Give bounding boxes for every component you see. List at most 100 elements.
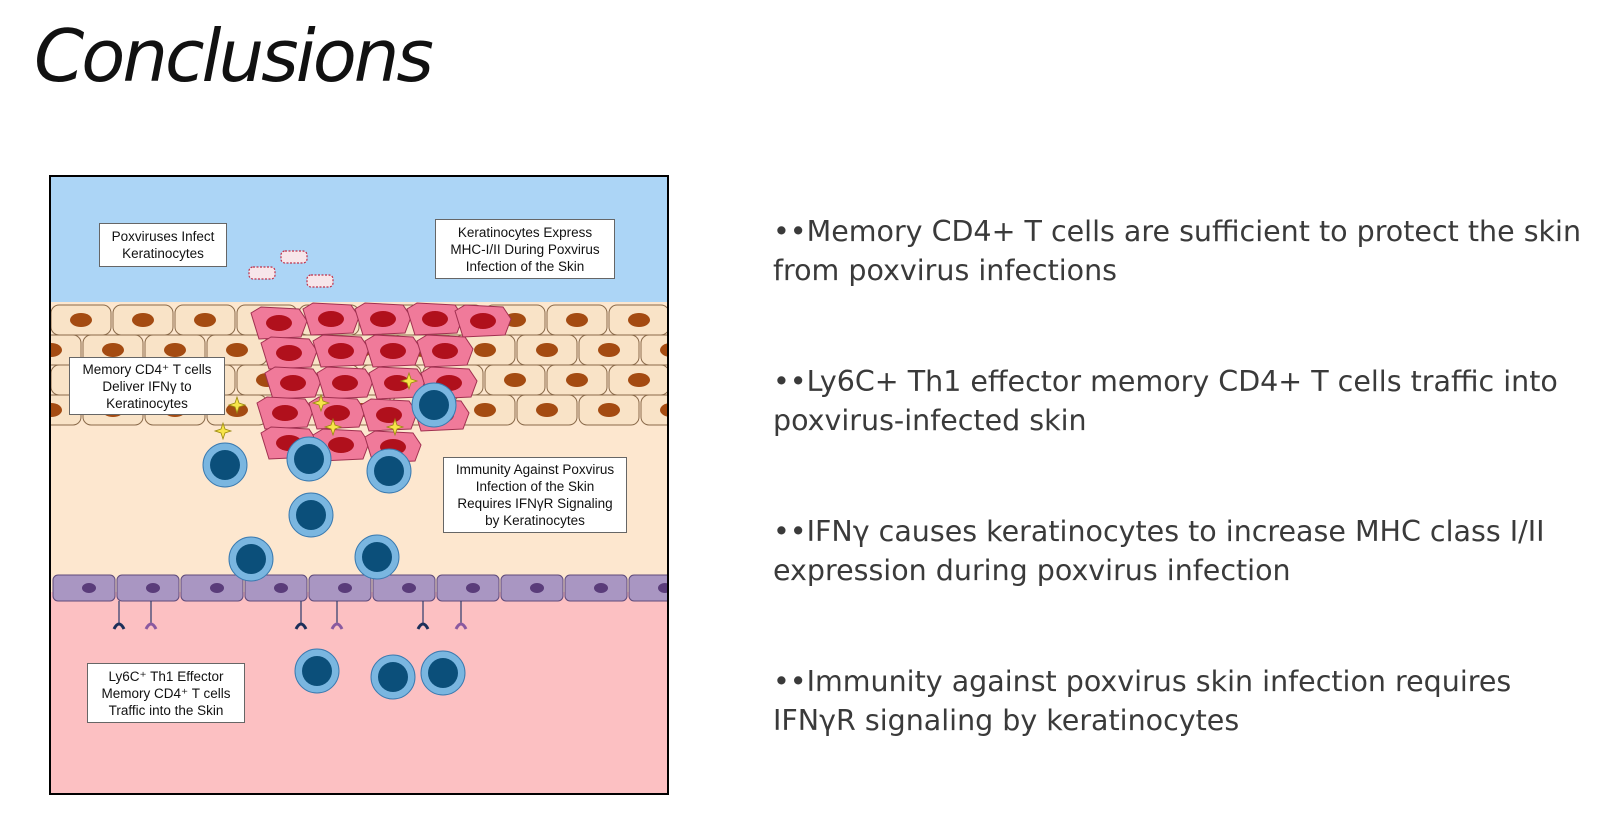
infected-nucleus (328, 343, 354, 359)
label-immunity-requires: Immunity Against Poxvirus Infection of t… (443, 457, 627, 533)
t-cell-nucleus (378, 662, 408, 692)
immunology-diagram: Poxviruses Infect Keratinocytes Keratino… (49, 175, 669, 795)
endothelial-nucleus (210, 583, 224, 593)
keratinocyte-nucleus (598, 403, 620, 417)
keratinocyte-nucleus (51, 343, 62, 357)
infected-nucleus (384, 375, 410, 391)
infected-nucleus (470, 313, 496, 329)
infected-cell-cluster (250, 302, 512, 464)
keratinocyte-nucleus (566, 373, 588, 387)
endothelial-nucleus (82, 583, 96, 593)
endothelial-nucleus (274, 583, 288, 593)
receptor-head (330, 622, 344, 630)
infected-nucleus (318, 311, 344, 327)
bullet-text: Memory CD4+ T cells are sufficient to pr… (773, 215, 1582, 287)
endothelial-cell (628, 574, 667, 602)
virion (248, 266, 276, 280)
ifn-spark (227, 395, 247, 415)
ifn-spark (323, 417, 343, 437)
keratinocyte-nucleus (536, 403, 558, 417)
bullet-marker: •• (773, 215, 807, 248)
receptor-head (454, 622, 468, 630)
conclusion-item: ••Immunity against poxvirus skin infecti… (773, 662, 1593, 740)
endothelial-nucleus (402, 583, 416, 593)
t-cell-nucleus (296, 500, 326, 530)
infected-nucleus (266, 315, 292, 331)
keratinocyte-nucleus (51, 403, 62, 417)
bullet-marker: •• (773, 365, 807, 398)
keratinocyte-nucleus (194, 313, 216, 327)
keratinocyte-nucleus (566, 313, 588, 327)
keratinocyte-nucleus (102, 343, 124, 357)
receptor-head (294, 622, 308, 630)
keratinocyte-nucleus (474, 343, 496, 357)
label-memory-deliver: Memory CD4⁺ T cells Deliver IFNγ to Kera… (69, 357, 225, 415)
infected-nucleus (376, 407, 402, 423)
keratinocyte-cell (640, 394, 667, 426)
keratinocyte-nucleus (660, 343, 667, 357)
virion (306, 274, 334, 288)
endothelial-nucleus (466, 583, 480, 593)
infected-nucleus (324, 405, 350, 421)
keratinocyte-nucleus (628, 313, 650, 327)
bullet-text: Ly6C+ Th1 effector memory CD4+ T cells t… (773, 365, 1558, 437)
ifn-spark (385, 417, 405, 437)
receptor-head (416, 622, 430, 630)
ifn-spark (399, 371, 419, 391)
keratinocyte-nucleus (226, 343, 248, 357)
infected-nucleus (272, 405, 298, 421)
keratinocyte-nucleus (474, 403, 496, 417)
bullet-marker: •• (773, 515, 807, 548)
infected-nucleus (276, 345, 302, 361)
keratinocyte-nucleus (132, 313, 154, 327)
endothelial-nucleus (530, 583, 544, 593)
receptor-head (112, 622, 126, 630)
slide-title: Conclusions (34, 14, 434, 98)
infected-nucleus (280, 375, 306, 391)
infected-nucleus (332, 375, 358, 391)
conclusion-item: ••Ly6C+ Th1 effector memory CD4+ T cells… (773, 362, 1593, 440)
conclusion-item: ••Memory CD4+ T cells are sufficient to … (773, 212, 1593, 290)
label-ly6c-traffic: Ly6C⁺ Th1 Effector Memory CD4⁺ T cells T… (87, 663, 245, 723)
keratinocyte-nucleus (164, 343, 186, 357)
blood-vessel (52, 574, 667, 602)
keratinocyte-nucleus (660, 403, 667, 417)
t-cell-nucleus (302, 656, 332, 686)
ifn-spark (311, 393, 331, 413)
t-cell-nucleus (428, 658, 458, 688)
receptor-group (112, 601, 468, 630)
infected-nucleus (380, 343, 406, 359)
endothelial-nucleus (658, 583, 667, 593)
ifn-spark-group (213, 371, 419, 441)
bullet-text: Immunity against poxvirus skin infection… (773, 665, 1512, 737)
infected-nucleus (328, 437, 354, 453)
endothelial-nucleus (146, 583, 160, 593)
diagram-canvas (51, 177, 667, 793)
ifn-spark (213, 421, 233, 441)
t-cell-nucleus (236, 544, 266, 574)
bullet-marker: •• (773, 665, 807, 698)
bullet-text: IFNγ causes keratinocytes to increase MH… (773, 515, 1545, 587)
t-cell-nucleus (210, 450, 240, 480)
infected-nucleus (370, 311, 396, 327)
label-poxviruses-infect: Poxviruses Infect Keratinocytes (99, 223, 227, 267)
virion-group (248, 250, 334, 288)
keratinocyte-nucleus (598, 343, 620, 357)
endothelial-nucleus (594, 583, 608, 593)
receptor-head (144, 622, 158, 630)
t-cell-nucleus (419, 390, 449, 420)
t-cell-nucleus (294, 444, 324, 474)
keratinocyte-nucleus (536, 343, 558, 357)
keratinocyte-nucleus (70, 313, 92, 327)
conclusion-item: ••IFNγ causes keratinocytes to increase … (773, 512, 1593, 590)
t-cell-nucleus (374, 456, 404, 486)
label-keratinocytes-express: Keratinocytes Express MHC-I/II During Po… (435, 219, 615, 279)
t-cell-nucleus (362, 542, 392, 572)
keratinocyte-nucleus (628, 373, 650, 387)
t-cell-group (202, 382, 466, 700)
keratinocyte-cell (640, 334, 667, 366)
keratinocyte-nucleus (504, 373, 526, 387)
virion (280, 250, 308, 264)
infected-nucleus (432, 343, 458, 359)
endothelial-nucleus (338, 583, 352, 593)
